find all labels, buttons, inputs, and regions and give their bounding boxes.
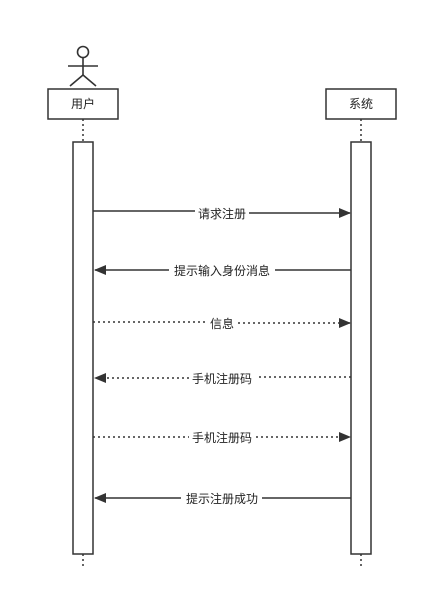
message-label: 手机注册码	[192, 371, 252, 386]
message-arrow: 提示输入身份消息	[95, 263, 351, 278]
message-arrow: 提示注册成功	[95, 491, 351, 506]
message-arrow: 信息	[93, 316, 350, 331]
activation-bar-system	[350, 141, 372, 555]
participant-user-label: 用户	[71, 96, 95, 111]
message-label: 信息	[210, 316, 234, 331]
activation-bar-user	[72, 141, 94, 555]
message-label: 提示输入身份消息	[174, 263, 270, 278]
message-label: 手机注册码	[192, 430, 252, 445]
message-arrow: 请求注册	[93, 206, 350, 221]
participant-user: 用户	[47, 88, 119, 120]
user-actor-icon	[68, 45, 98, 87]
message-label: 请求注册	[198, 206, 246, 221]
message-arrow: 手机注册码	[95, 371, 351, 386]
message-label: 提示注册成功	[186, 491, 258, 506]
participant-system-label: 系统	[349, 97, 373, 111]
message-arrow: 手机注册码	[93, 430, 350, 445]
participant-system: 系统	[325, 88, 397, 120]
